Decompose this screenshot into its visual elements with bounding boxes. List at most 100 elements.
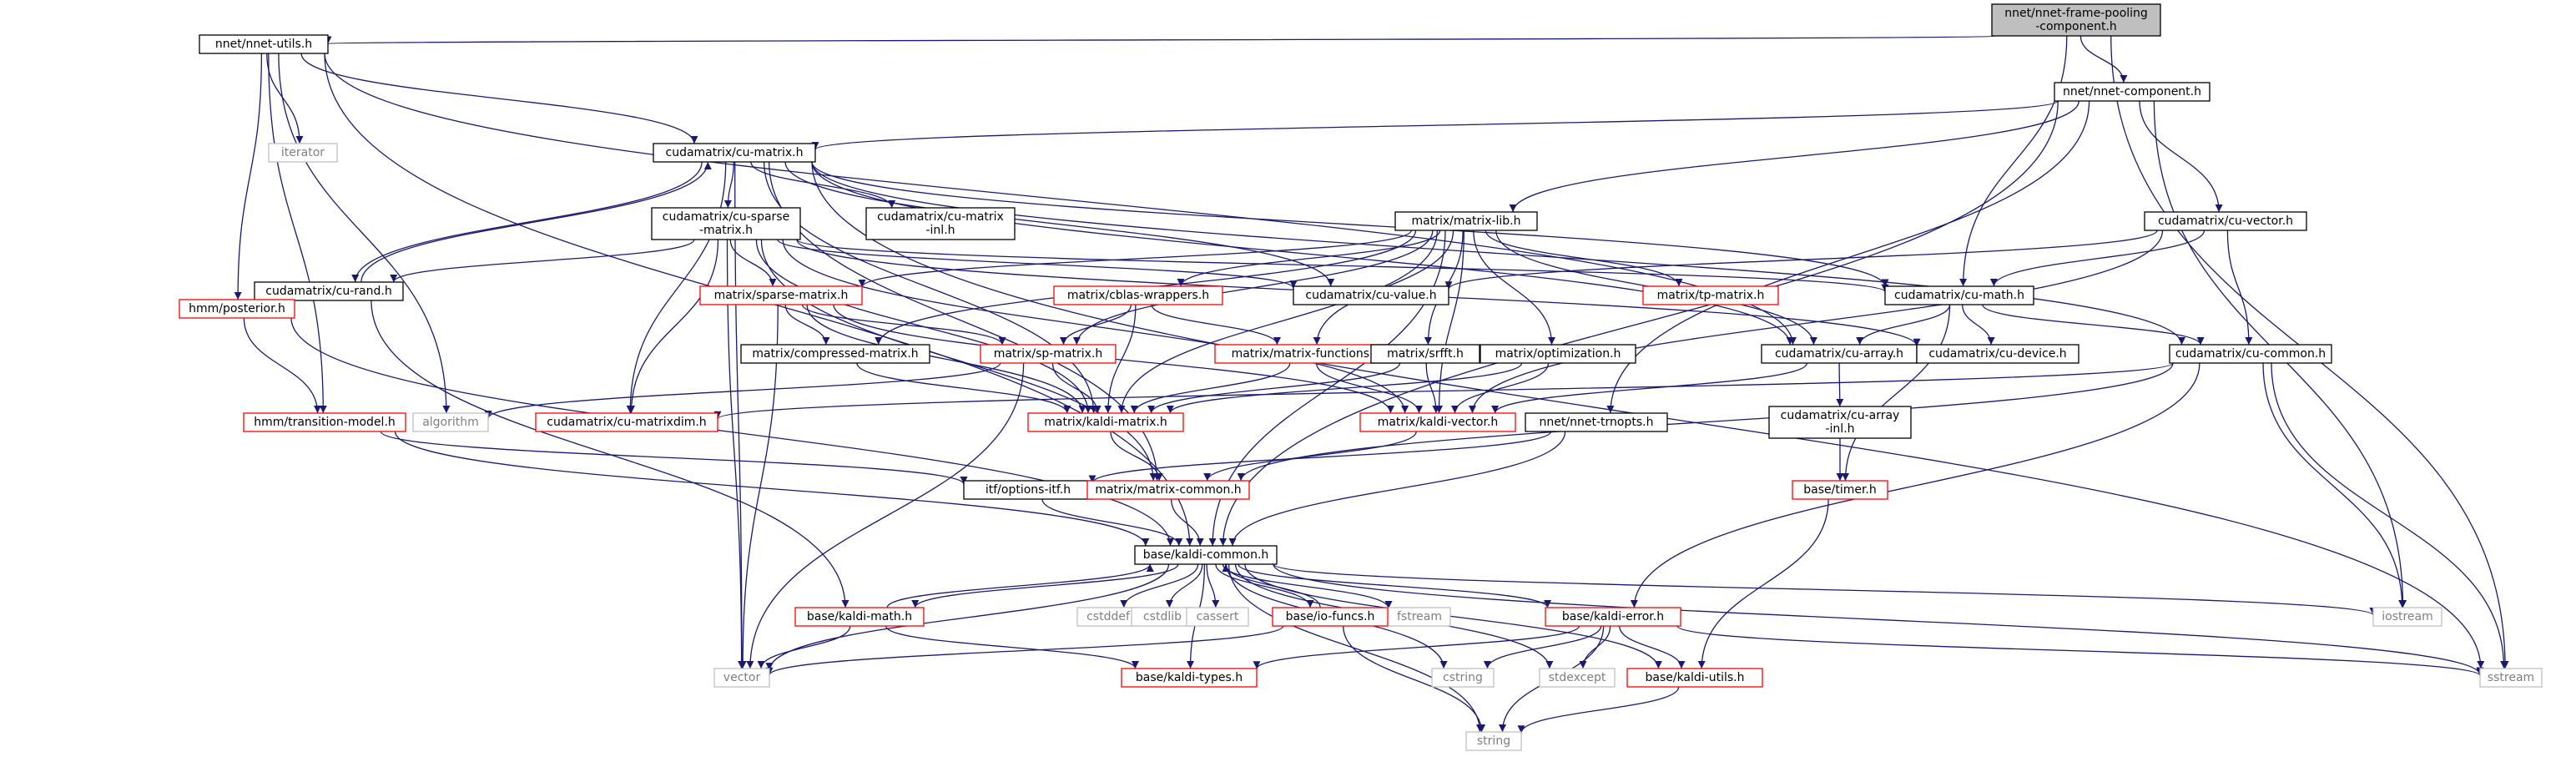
node-kaldi-utils[interactable]: base/kaldi-utils.h	[1626, 668, 1763, 688]
edge-nnet-utils-to-cu-matrix	[300, 53, 698, 144]
node-kaldi-math[interactable]: base/kaldi-math.h	[794, 607, 925, 627]
node-cu-vector[interactable]: cudamatrix/cu-vector.h	[2144, 211, 2307, 231]
node-hmm-posterior[interactable]: hmm/posterior.h	[179, 299, 295, 319]
node-box	[1642, 285, 1779, 305]
node-kaldi-vector[interactable]: matrix/kaldi-vector.h	[1359, 412, 1516, 432]
node-cu-array-inl[interactable]: cudamatrix/cu-array-inl.h	[1768, 406, 1912, 439]
node-label: base/timer.h	[1803, 483, 1877, 497]
node-box	[535, 412, 718, 432]
edge-path	[1041, 498, 1183, 547]
node-sp-matrix[interactable]: matrix/sp-matrix.h	[980, 344, 1117, 364]
edge-path	[746, 362, 1025, 669]
node-kaldi-matrix[interactable]: matrix/kaldi-matrix.h	[1027, 412, 1184, 432]
node-cblas[interactable]: matrix/cblas-wrappers.h	[1053, 285, 1223, 305]
node-box	[1388, 607, 1451, 627]
node-itf-options[interactable]: itf/options-itf.h	[963, 480, 1093, 500]
edge-path	[750, 161, 896, 209]
node-cstring: cstring	[1431, 668, 1495, 688]
node-label: cassert	[1197, 610, 1239, 623]
edge-kaldi-error-to-kaldi-types	[1253, 625, 1580, 669]
node-cu-sparse[interactable]: cudamatrix/cu-sparse-matrix.h	[651, 207, 801, 240]
edge-matrix-lib-to-optimization	[1473, 230, 1556, 346]
node-matrix-lib[interactable]: matrix/matrix-lib.h	[1394, 211, 1538, 231]
node-stdexcept: stdexcept	[1539, 668, 1616, 688]
node-kaldi-types[interactable]: base/kaldi-types.h	[1121, 668, 1258, 688]
edge-matrix-lib-to-sp-matrix	[1072, 230, 1434, 346]
edge-path	[1450, 362, 1550, 414]
edge-path	[1517, 686, 1680, 734]
node-io-funcs[interactable]: base/io-funcs.h	[1272, 607, 1389, 627]
node-cu-device[interactable]: cudamatrix/cu-device.h	[1916, 344, 2079, 364]
node-timer[interactable]: base/timer.h	[1792, 480, 1888, 500]
edge-root-to-nnet-utils	[327, 35, 1996, 45]
node-compressed[interactable]: matrix/compressed-matrix.h	[740, 344, 930, 364]
node-cu-value[interactable]: cudamatrix/cu-value.h	[1293, 285, 1449, 305]
node-box	[794, 607, 925, 627]
node-nnet-trnopts[interactable]: nnet/nnet-trnopts.h	[1525, 412, 1668, 432]
node-cu-matrix[interactable]: cudamatrix/cu-matrix.h	[653, 143, 816, 163]
edge-kaldi-common-to-kaldi-error	[1238, 563, 1552, 608]
node-cu-common[interactable]: cudamatrix/cu-common.h	[2169, 344, 2332, 364]
node-srfft[interactable]: matrix/srfft.h	[1370, 344, 1480, 364]
edge-path	[885, 625, 1139, 669]
node-cu-rand[interactable]: cudamatrix/cu-rand.h	[254, 281, 404, 301]
node-kaldi-error[interactable]: base/kaldi-error.h	[1545, 607, 1681, 627]
edge-hmm-posterior-to-transition-model	[243, 317, 322, 414]
edge-matrix-lib-to-sparse-matrix	[858, 230, 1412, 288]
edge-kaldi-common-to-kaldi-utils	[1244, 563, 1662, 669]
node-tp-matrix[interactable]: matrix/tp-matrix.h	[1642, 285, 1779, 305]
node-box	[1545, 607, 1681, 627]
edge-path	[1697, 498, 1829, 669]
edge-path	[782, 239, 1409, 414]
edge-path	[390, 239, 695, 283]
edge-io-funcs-to-string	[1343, 625, 1486, 733]
node-cu-math[interactable]: cudamatrix/cu-math.h	[1884, 285, 2034, 305]
node-box	[651, 207, 801, 240]
edge-path	[371, 300, 849, 608]
edge-cu-math-to-timer	[1841, 304, 1951, 482]
node-sparse-matrix[interactable]: matrix/sparse-matrix.h	[699, 285, 863, 305]
node-cu-matrixdim[interactable]: cudamatrix/cu-matrixdim.h	[535, 412, 718, 432]
node-cu-array[interactable]: cudamatrix/cu-array.h	[1761, 344, 1918, 364]
node-box	[268, 143, 338, 163]
edge-path	[856, 362, 1071, 414]
node-label: nnet/nnet-frame-pooling	[2004, 7, 2148, 20]
edge-path	[1836, 362, 1844, 407]
node-label: matrix/optimization.h	[1495, 347, 1621, 361]
edge-cu-array-to-cu-array-inl	[1836, 362, 1844, 407]
edge-cu-matrix-to-cu-common	[811, 161, 2185, 346]
node-nnet-component[interactable]: nnet/nnet-component.h	[2054, 82, 2211, 102]
node-vector: vector	[713, 668, 770, 688]
node-label: sstream	[2488, 671, 2534, 684]
node-optimization[interactable]: matrix/optimization.h	[1480, 344, 1636, 364]
edge-matrix-common-to-kaldi-common	[1170, 498, 1204, 547]
nodes-layer: nnet/nnet-frame-pooling-component.hnnet/…	[179, 3, 2543, 751]
node-transition-model[interactable]: hmm/transition-model.h	[243, 412, 406, 432]
node-label: -inl.h	[1825, 422, 1854, 436]
node-cu-matrix-inl[interactable]: cudamatrix/cu-matrix-inl.h	[865, 207, 1016, 240]
node-kaldi-common[interactable]: base/kaldi-common.h	[1134, 545, 1278, 565]
edge-path	[1485, 230, 1683, 287]
edge-path	[1989, 230, 2205, 287]
edge-nnet-trnopts-to-itf-options	[1088, 431, 1552, 483]
edge-sp-matrix-to-kaldi-matrix	[1051, 362, 1101, 414]
edge-path	[1165, 563, 1203, 608]
node-matrix-functions[interactable]: matrix/matrix-functions.h	[1214, 344, 1398, 364]
node-matrix-common[interactable]: matrix/matrix-common.h	[1086, 480, 1250, 500]
node-label: iostream	[2382, 610, 2433, 623]
node-label: cstddef	[1086, 610, 1131, 623]
edge-path	[784, 304, 830, 346]
edge-optimization-to-kaldi-matrix	[1166, 362, 1523, 414]
edge-sp-matrix-to-algorithm	[484, 362, 1001, 419]
node-label: stdexcept	[1549, 671, 1606, 684]
edge-path	[351, 161, 703, 283]
edge-path	[811, 100, 2059, 150]
edge-path	[1120, 563, 1199, 608]
edge-path	[484, 362, 1001, 419]
edge-path	[2139, 100, 2223, 213]
edge-nnet-component-to-kaldi-common	[1219, 100, 2059, 547]
edge-path	[1315, 362, 1424, 414]
edge-path	[1509, 100, 2079, 213]
edge-root-to-cu-math	[1959, 35, 2068, 287]
node-nnet-utils[interactable]: nnet/nnet-utils.h	[199, 34, 329, 54]
